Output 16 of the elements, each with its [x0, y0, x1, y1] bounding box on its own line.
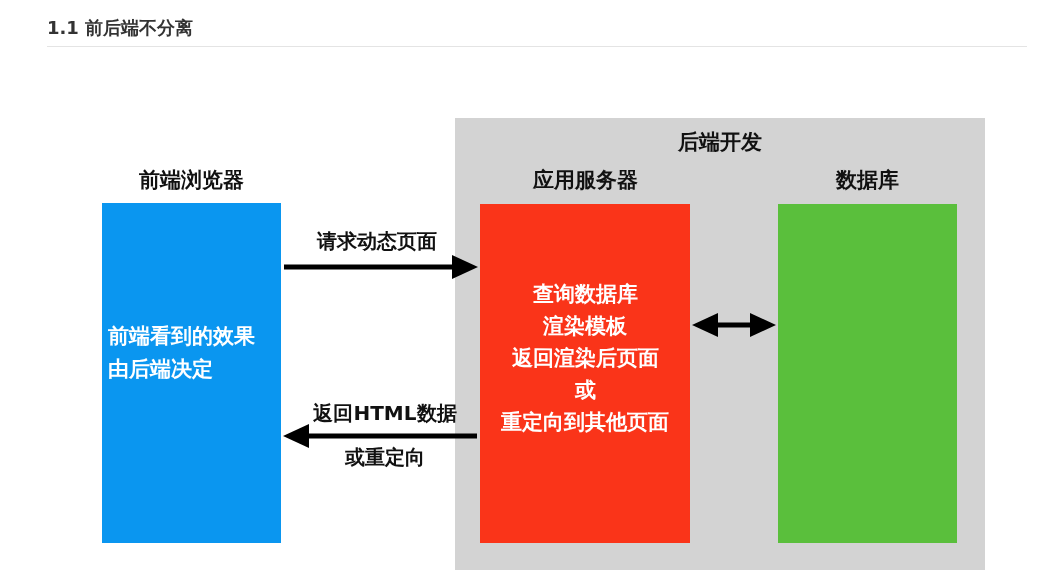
double-arrow	[692, 313, 776, 337]
box-text: 重定向到其他页面	[500, 409, 670, 436]
box-text: 返回渲染后页面	[510, 345, 660, 372]
arrow	[284, 255, 478, 279]
edge-label: 返回HTML数据或重定向	[312, 400, 458, 471]
column-heading: 应用服务器	[531, 167, 639, 194]
edge-label: 请求动态页面	[315, 228, 438, 255]
column-heading: 数据库	[834, 167, 900, 194]
panel-heading: 后端开发	[677, 129, 763, 156]
arrow	[283, 424, 477, 448]
title-heading: 1.1 前后端不分离	[47, 16, 194, 40]
box-text: 或	[573, 377, 597, 404]
box-text: 渲染模板	[542, 313, 628, 340]
box-text: 前端看到的效果由后端决定	[108, 323, 256, 383]
box-text: 查询数据库	[531, 281, 639, 308]
column-heading: 前端浏览器	[138, 167, 245, 194]
